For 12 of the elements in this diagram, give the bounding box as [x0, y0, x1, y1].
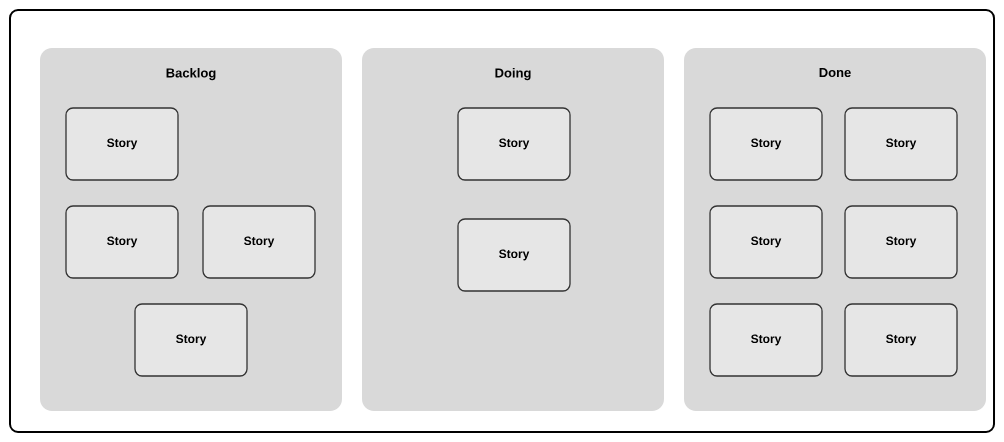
story-card: Story [844, 303, 958, 377]
story-card: Story [844, 205, 958, 279]
story-card: Story [709, 205, 823, 279]
story-card: Story [65, 205, 179, 279]
story-card: Story [457, 107, 571, 181]
story-card: Story [134, 303, 248, 377]
story-card: Story [65, 107, 179, 181]
story-card: Story [844, 107, 958, 181]
story-card: Story [457, 218, 571, 292]
story-card: Story [709, 107, 823, 181]
story-card: Story [709, 303, 823, 377]
story-card: Story [202, 205, 316, 279]
